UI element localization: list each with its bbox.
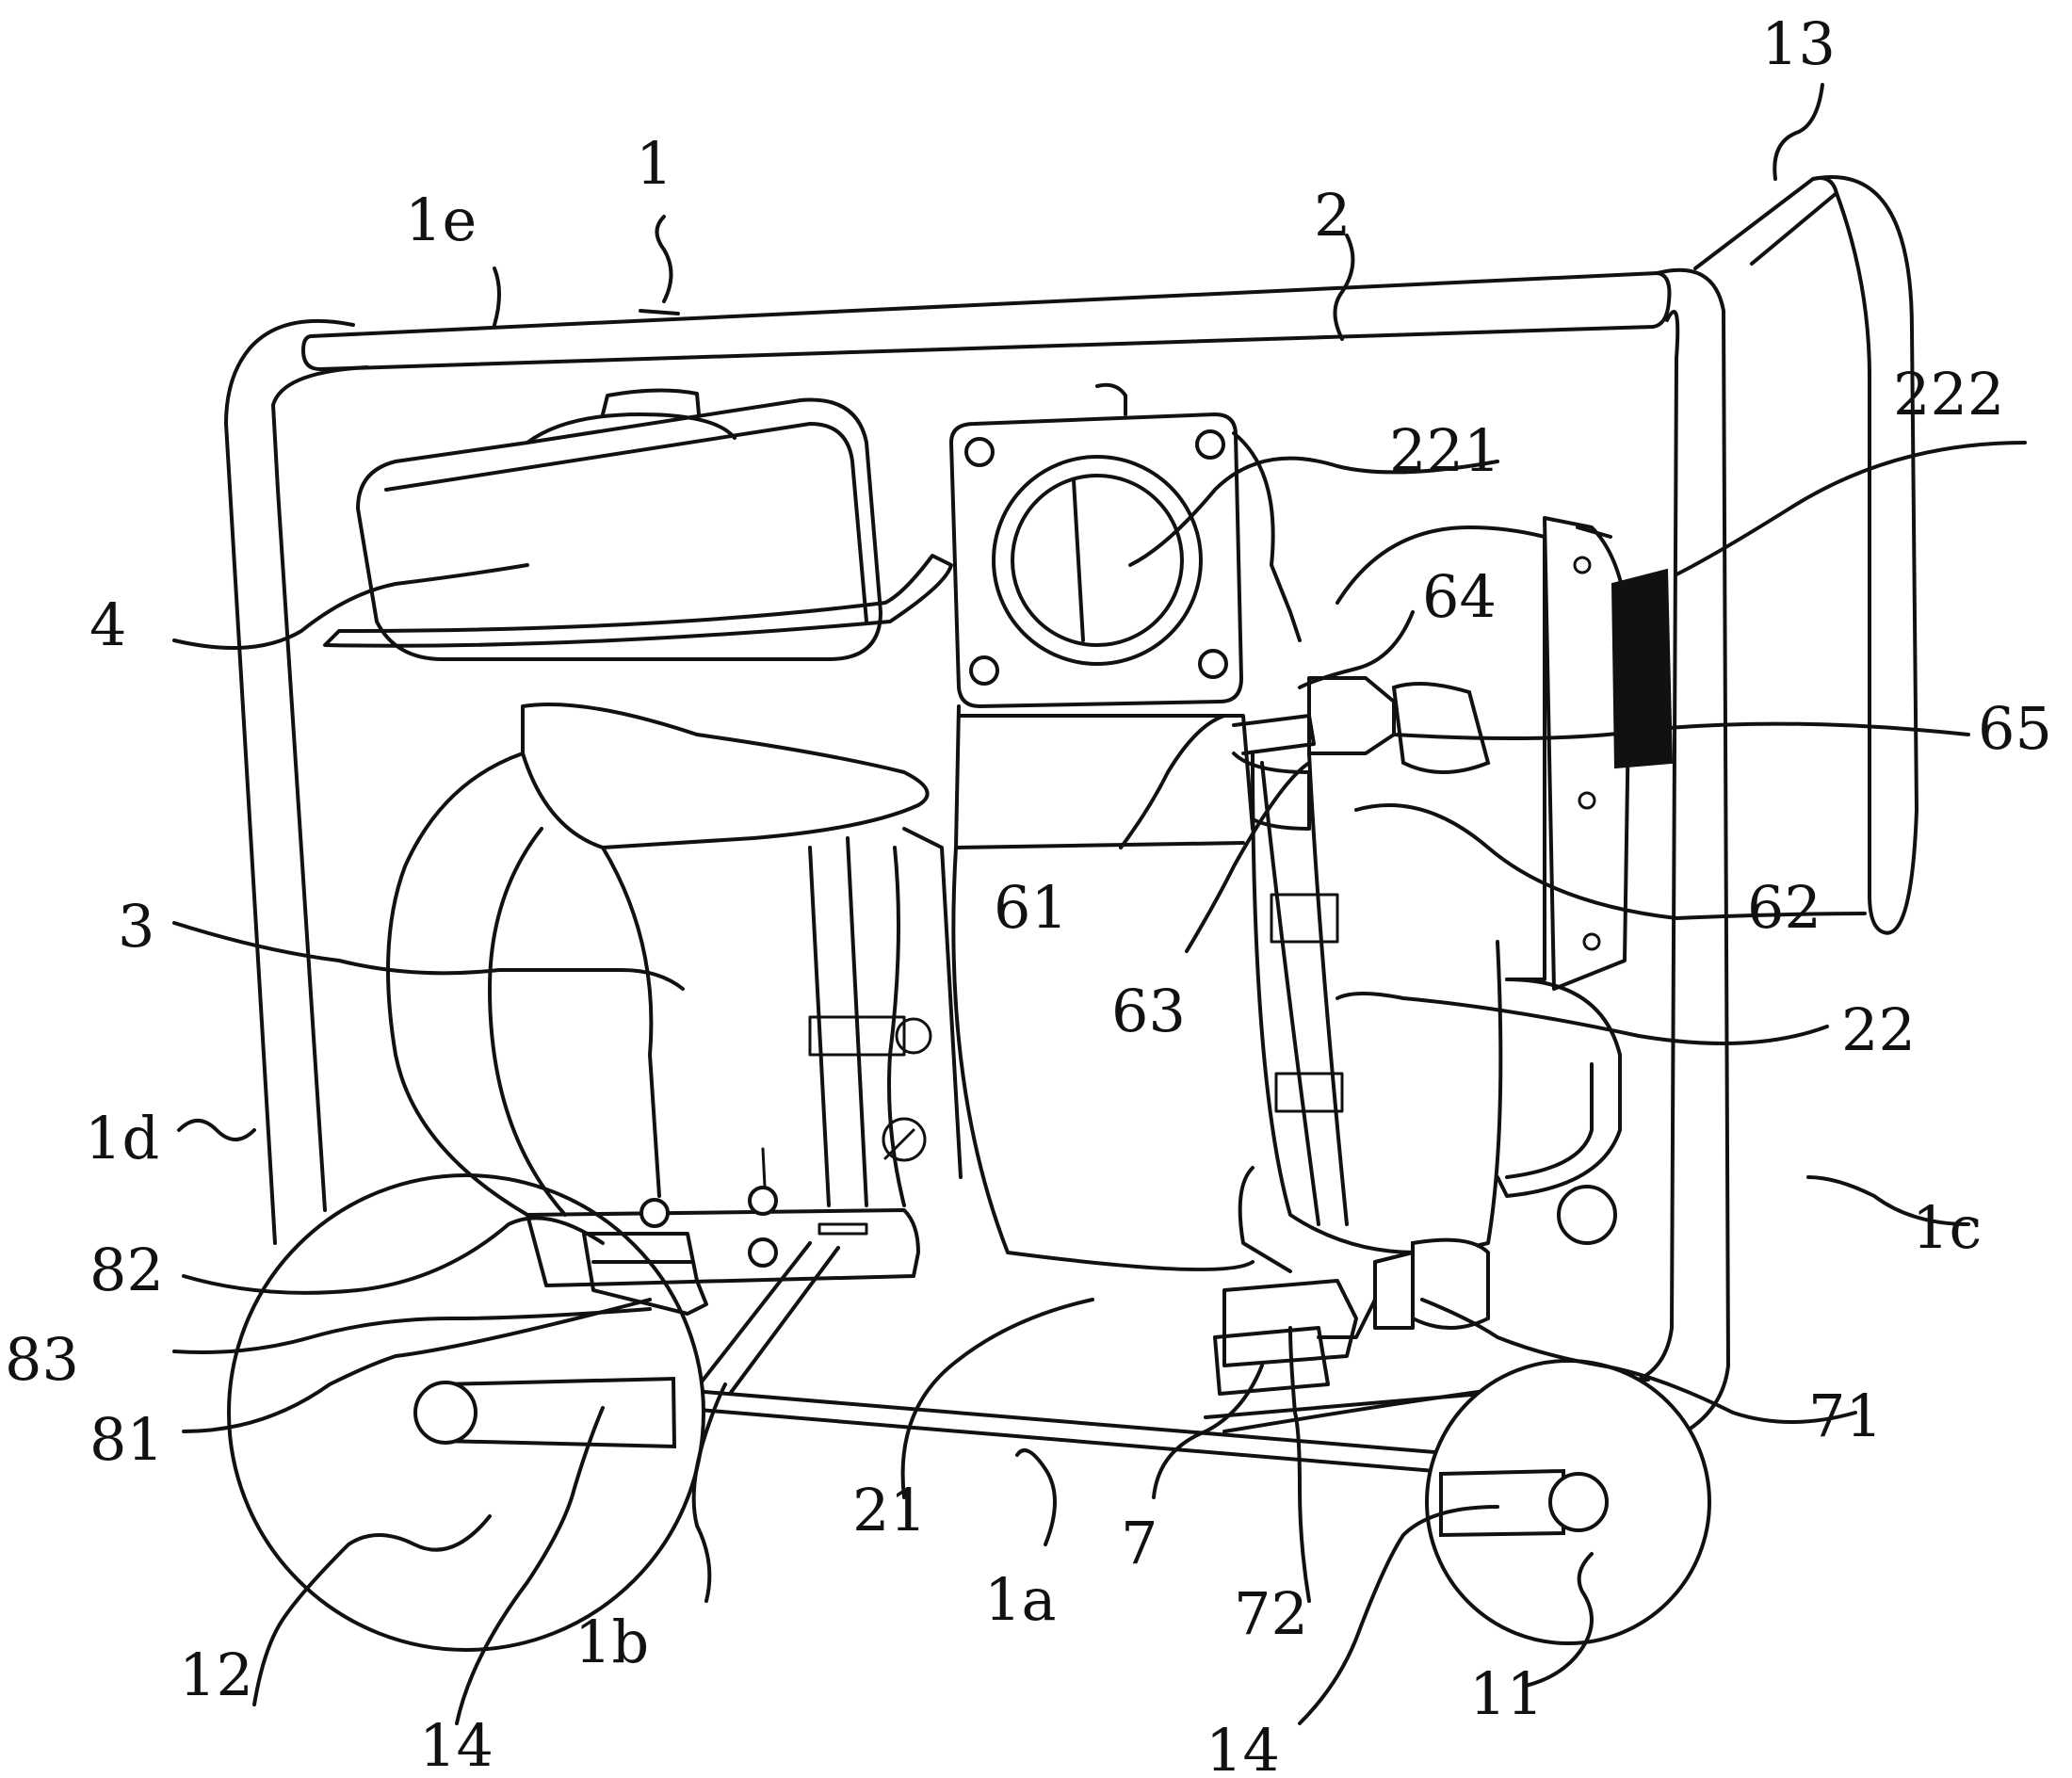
label-63: 63 (1111, 977, 1186, 1045)
label-71: 71 (1808, 1382, 1883, 1450)
label-222: 222 (1893, 360, 2004, 428)
label-11: 11 (1469, 1659, 1544, 1728)
label-61: 61 (994, 873, 1068, 942)
label-22: 22 (1841, 995, 1916, 1064)
label-1b: 1b (575, 1608, 649, 1676)
engine-body (386, 703, 963, 1217)
label-1: 1 (636, 129, 672, 198)
label-3: 3 (118, 892, 154, 961)
label-2: 2 (1314, 181, 1351, 250)
label-12: 12 (179, 1641, 253, 1709)
label-1a: 1a (984, 1565, 1056, 1634)
reference-labels: 1 1e 2 13 221 222 4 64 65 61 62 3 63 22 … (5, 9, 2052, 1778)
label-14-rear: 14 (419, 1711, 494, 1778)
label-14-front: 14 (1206, 1716, 1280, 1778)
fuel-tank (323, 388, 953, 661)
label-64: 64 (1422, 562, 1497, 631)
leader-lines (172, 83, 2027, 1725)
label-1c: 1c (1912, 1193, 1982, 1262)
label-82: 82 (89, 1236, 164, 1304)
label-81: 81 (89, 1405, 164, 1474)
label-62: 62 (1747, 873, 1821, 942)
mount-bracket (526, 1147, 920, 1316)
label-13: 13 (1761, 9, 1836, 78)
label-83: 83 (5, 1325, 79, 1394)
label-21: 21 (852, 1476, 927, 1544)
label-1d: 1d (85, 1104, 159, 1172)
front-wheel-11 (1425, 1359, 1711, 1645)
label-7: 7 (1121, 1509, 1157, 1577)
label-65: 65 (1978, 694, 2052, 763)
rear-wheel-12 (227, 1173, 705, 1652)
label-221: 221 (1389, 416, 1500, 485)
handle (1693, 175, 1918, 935)
label-72: 72 (1234, 1579, 1308, 1648)
label-4: 4 (89, 590, 126, 659)
label-1e: 1e (405, 186, 477, 254)
pump (949, 382, 1674, 1396)
